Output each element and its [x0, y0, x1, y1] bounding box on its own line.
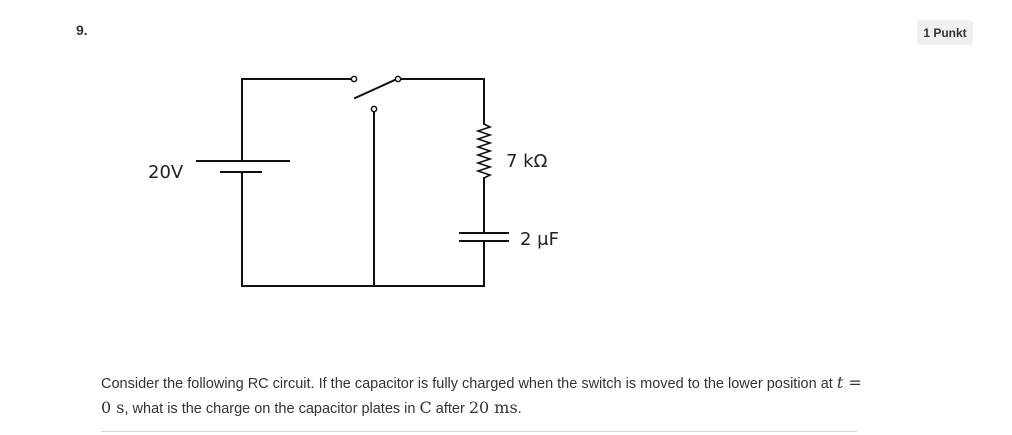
- rc-circuit-diagram: 20V 7 kΩ 2 μF: [148, 75, 559, 287]
- switch-contact-lower: [370, 105, 378, 113]
- resistor-label: 7 kΩ: [506, 151, 548, 172]
- math-t: t: [836, 373, 844, 392]
- points-badge: 1 Punkt: [917, 20, 973, 45]
- switch-blade: [353, 77, 399, 100]
- question-text-part3: after: [431, 401, 469, 417]
- switch-contact-right: [394, 75, 402, 83]
- answer-field-border[interactable]: [101, 431, 857, 432]
- question-text: Consider the following RC circuit. If th…: [101, 371, 871, 421]
- switch-contact-left: [350, 75, 358, 83]
- source-voltage-label: 20V: [148, 162, 184, 183]
- math-unit: C: [419, 398, 432, 417]
- math-eq: = 0 s: [101, 373, 862, 417]
- math-time: 20 ms: [468, 398, 518, 417]
- question-number: 9.: [76, 22, 88, 38]
- math-t-equals-zero: t = 0 s: [101, 373, 862, 417]
- question-text-part2: , what is the charge on the capacitor pl…: [124, 401, 420, 417]
- question-text-part1: Consider the following RC circuit. If th…: [101, 376, 837, 392]
- capacitor-label: 2 μF: [520, 229, 559, 250]
- resistor: [475, 122, 493, 180]
- question-text-part4: .: [517, 401, 522, 417]
